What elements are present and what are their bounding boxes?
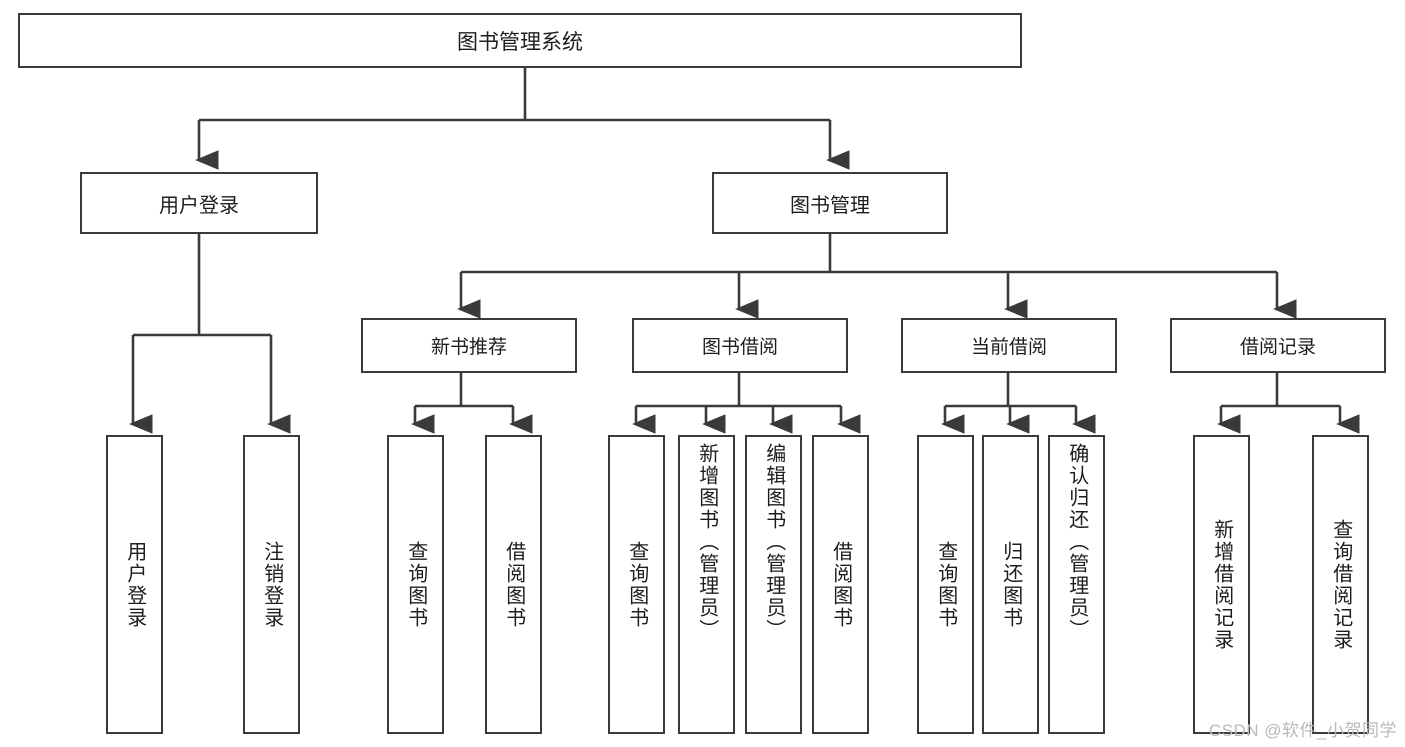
node-label: 新增图书（管理员） xyxy=(695,443,718,641)
node-label: 查询图书 xyxy=(625,540,648,629)
leaf-book-borrow-query[interactable]: 查询图书 xyxy=(608,435,665,734)
node-label: 当前借阅 xyxy=(970,337,1047,358)
leaf-book-borrow-edit[interactable]: 编辑图书（管理员） xyxy=(745,435,802,734)
leaf-current-borrow-query[interactable]: 查询图书 xyxy=(917,435,974,734)
csdn-watermark: CSDN @软件_小贺同学 xyxy=(1208,721,1397,740)
node-label: 查询借阅记录 xyxy=(1329,518,1352,651)
leaf-current-borrow-confirm-return[interactable]: 确认归还（管理员） xyxy=(1048,435,1105,734)
node-label: 注销登录 xyxy=(260,540,283,629)
node-label: 借阅图书 xyxy=(502,540,525,629)
node-borrow-record[interactable]: 借阅记录 xyxy=(1170,318,1386,373)
node-user-login[interactable]: 用户登录 xyxy=(80,172,318,234)
node-label: 新书推荐 xyxy=(430,337,507,358)
leaf-book-borrow-lend[interactable]: 借阅图书 xyxy=(812,435,869,734)
leaf-user-login-signin[interactable]: 用户登录 xyxy=(106,435,163,734)
leaf-user-login-signout[interactable]: 注销登录 xyxy=(243,435,300,734)
leaf-borrow-record-add[interactable]: 新增借阅记录 xyxy=(1193,435,1250,734)
node-label: 图书借阅 xyxy=(701,337,778,358)
node-label: 查询图书 xyxy=(404,540,427,629)
node-label: 确认归还（管理员） xyxy=(1065,443,1088,641)
leaf-book-borrow-add[interactable]: 新增图书（管理员） xyxy=(678,435,735,734)
leaf-new-book-borrow[interactable]: 借阅图书 xyxy=(485,435,542,734)
node-label: 归还图书 xyxy=(999,540,1022,629)
node-label: 借阅记录 xyxy=(1239,337,1316,358)
node-label: 新增借阅记录 xyxy=(1210,518,1233,651)
node-label: 图书管理系统 xyxy=(457,30,583,54)
node-label: 借阅图书 xyxy=(829,540,852,629)
node-book-borrow[interactable]: 图书借阅 xyxy=(632,318,848,373)
node-root-system[interactable]: 图书管理系统 xyxy=(18,13,1022,68)
node-new-book-recommend[interactable]: 新书推荐 xyxy=(361,318,577,373)
leaf-borrow-record-query[interactable]: 查询借阅记录 xyxy=(1312,435,1369,734)
node-label: 查询图书 xyxy=(934,540,957,629)
leaf-current-borrow-return[interactable]: 归还图书 xyxy=(982,435,1039,734)
node-label: 编辑图书（管理员） xyxy=(762,443,785,641)
node-book-management[interactable]: 图书管理 xyxy=(712,172,948,234)
node-current-borrow[interactable]: 当前借阅 xyxy=(901,318,1117,373)
node-label: 图书管理 xyxy=(790,194,870,217)
node-label: 用户登录 xyxy=(159,194,239,217)
leaf-new-book-query[interactable]: 查询图书 xyxy=(387,435,444,734)
node-label: 用户登录 xyxy=(123,540,146,629)
